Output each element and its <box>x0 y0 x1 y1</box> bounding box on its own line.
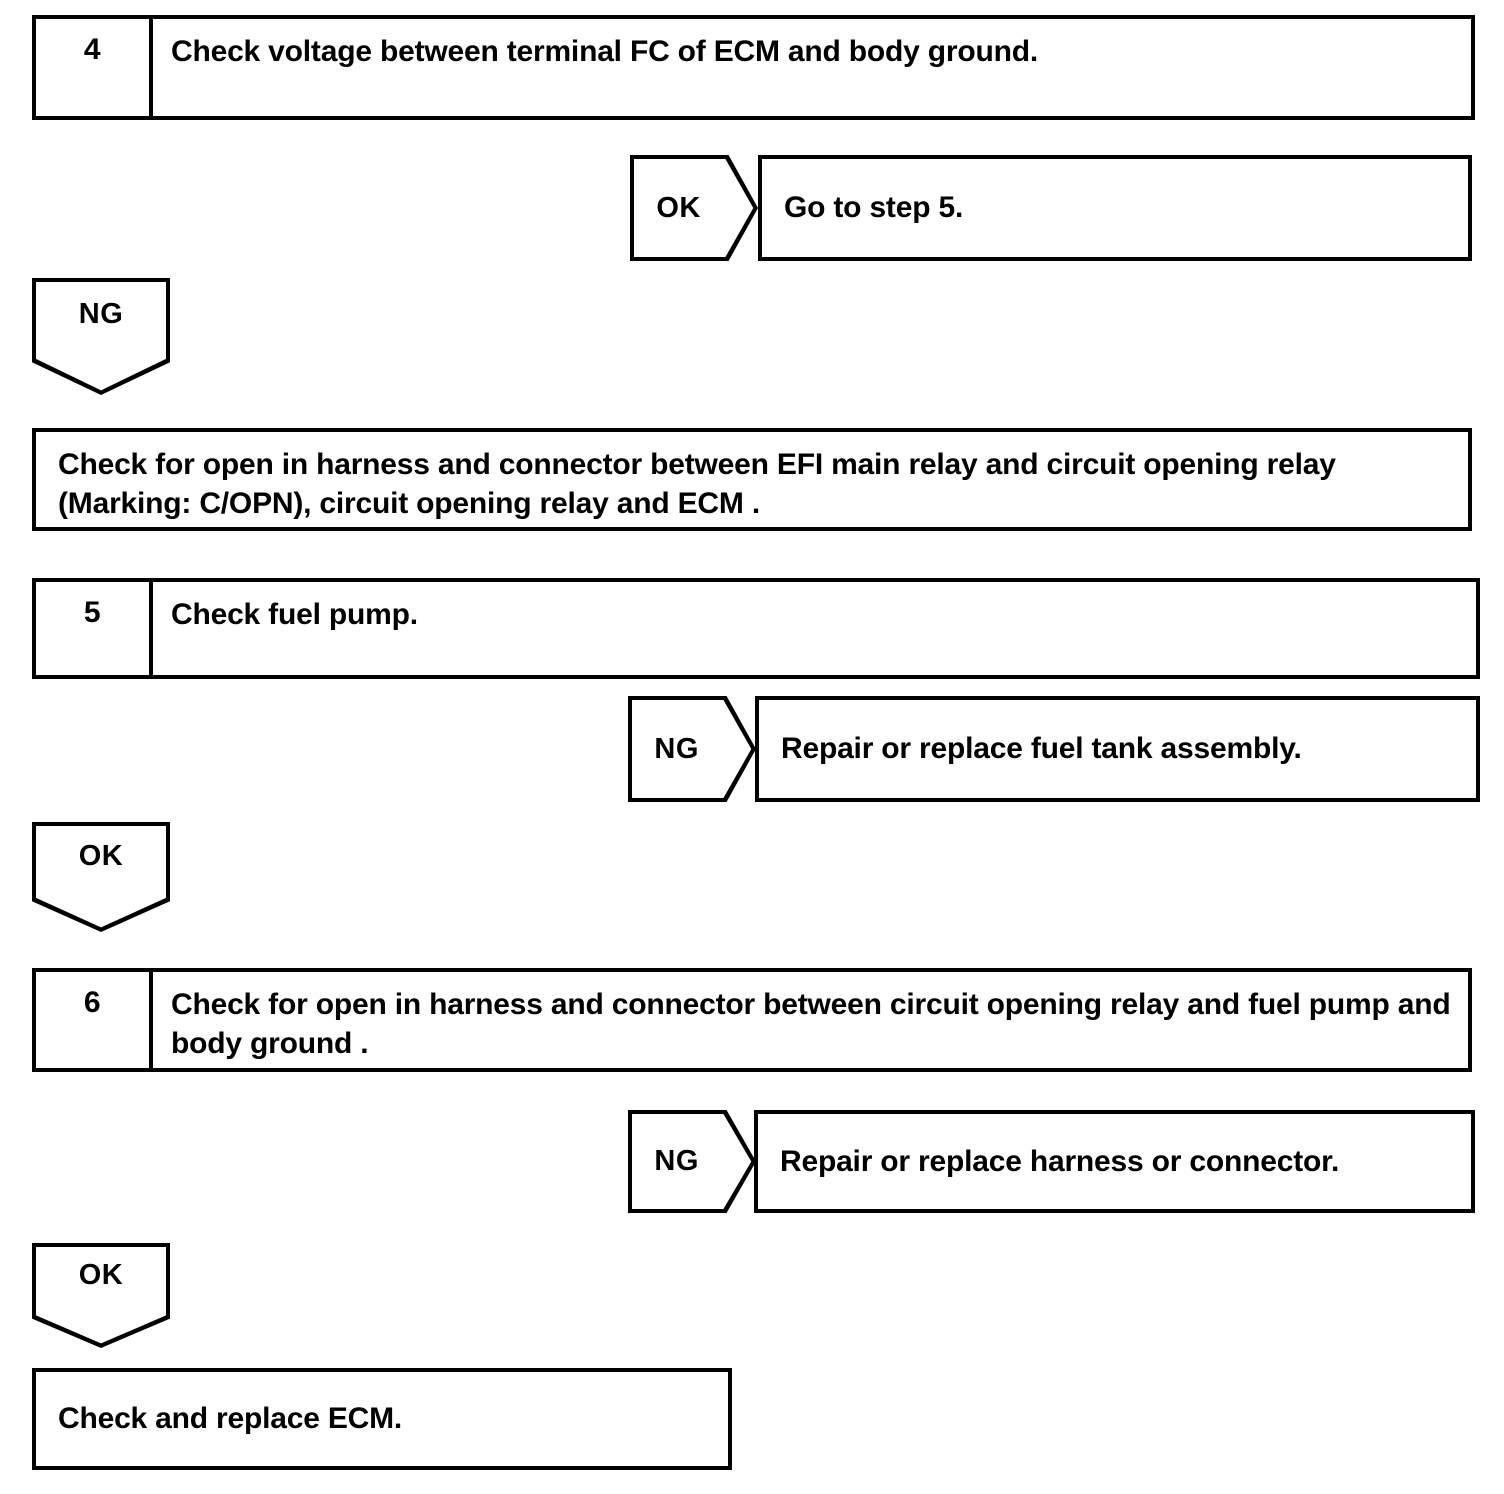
harness-check-action-text: Check for open in harness and connector … <box>58 448 1336 520</box>
step-5-ng-action-text: Repair or replace fuel tank assembly. <box>781 732 1302 765</box>
step-6-ng-action-box: Repair or replace harness or connector. <box>754 1110 1475 1213</box>
final-action-text: Check and replace ECM. <box>58 1402 403 1435</box>
harness-check-action-box: Check for open in harness and connector … <box>32 428 1472 531</box>
step-6-ng-tag: NG <box>628 1110 756 1213</box>
step-6-number: 6 <box>36 972 153 1068</box>
step-4-instruction: Check voltage between terminal FC of ECM… <box>171 35 1039 68</box>
step-5-ok-tag: OK <box>32 822 170 932</box>
step-5-box: 5 Check fuel pump. <box>32 578 1480 679</box>
final-action-box: Check and replace ECM. <box>32 1368 732 1470</box>
step-5-ng-tag-fill <box>632 700 752 798</box>
step-4-ok-action-text: Go to step 5. <box>784 191 964 224</box>
step-6-ng-tag-fill <box>632 1114 752 1209</box>
step-4-ng-tag: NG <box>32 278 170 395</box>
step-4-ok-tag-fill <box>634 159 754 257</box>
step-5-ng-tag: NG <box>628 696 756 802</box>
step-6-ok-tag-label: OK <box>78 1259 124 1292</box>
step-5-instruction: Check fuel pump. <box>171 598 418 631</box>
step-6-ok-tag: OK <box>32 1243 170 1348</box>
step-6-ng-action-text: Repair or replace harness or connector. <box>780 1144 1340 1178</box>
step-6-ng-tag-label: NG <box>654 1145 699 1177</box>
step-6-box: 6 Check for open in harness and connecto… <box>32 968 1472 1072</box>
step-6-instruction: Check for open in harness and connector … <box>171 988 1451 1060</box>
step-4-ng-tag-label: NG <box>78 297 124 330</box>
step-5-ng-action-box: Repair or replace fuel tank assembly. <box>755 696 1480 802</box>
step-4-box: 4 Check voltage between terminal FC of E… <box>32 15 1475 120</box>
step-5-ng-tag-label: NG <box>654 732 699 765</box>
step-5-ok-tag-label: OK <box>78 839 124 872</box>
step-4-number: 4 <box>36 19 153 116</box>
step-5-number: 5 <box>36 582 153 675</box>
step-4-ok-tag: OK <box>630 155 758 261</box>
step-4-ok-tag-label: OK <box>656 191 701 224</box>
step-4-ok-action-box: Go to step 5. <box>758 155 1472 261</box>
